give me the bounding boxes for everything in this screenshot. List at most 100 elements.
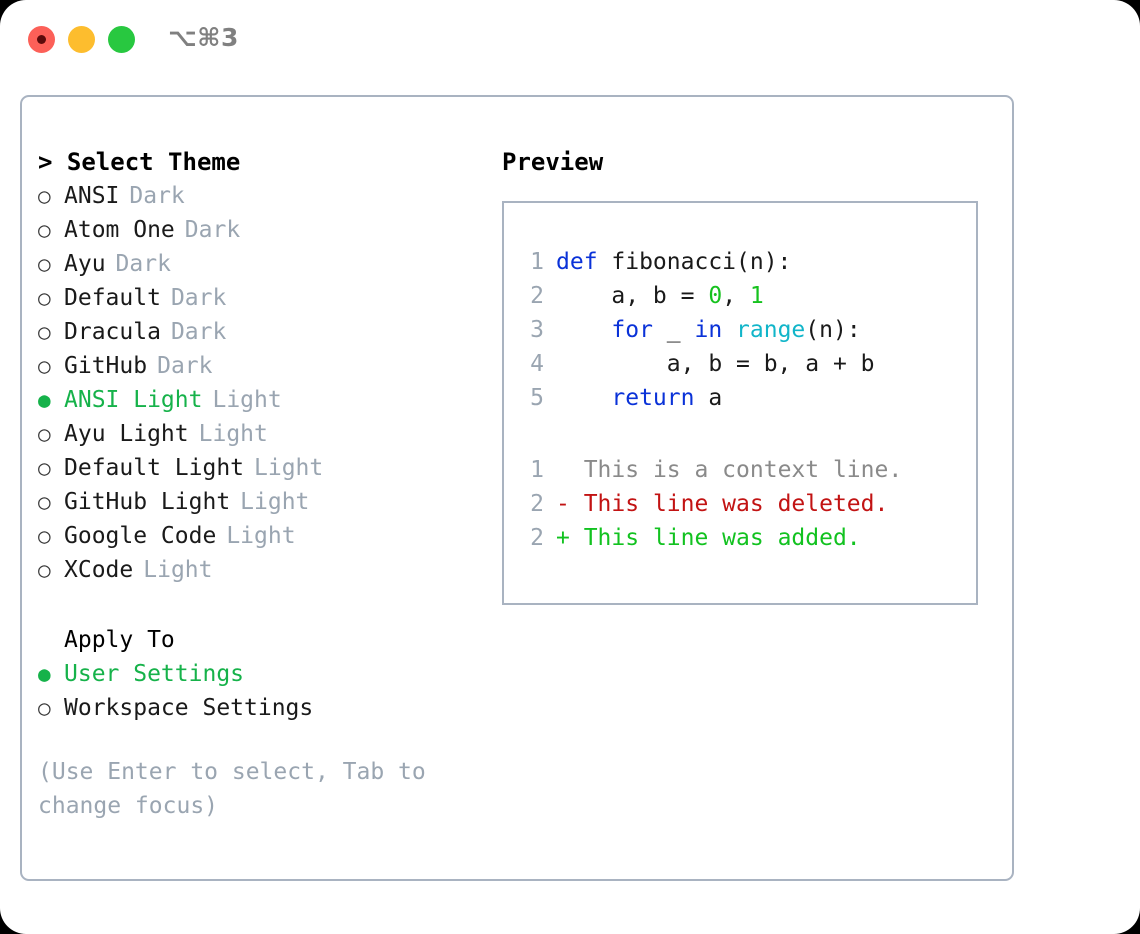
theme-option-label: Default [64, 285, 161, 311]
apply-to-option-label: User Settings [64, 661, 245, 687]
code-token: _ [652, 317, 695, 343]
diff-text: This line was deleted. [583, 491, 889, 517]
minimize-button-icon[interactable] [68, 26, 95, 53]
diff-marker [556, 457, 584, 483]
radio-unselected-icon: ○ [38, 184, 51, 208]
radio-unselected-icon: ○ [38, 696, 51, 720]
apply-to-title: Apply To [64, 627, 175, 653]
theme-option-github-light[interactable]: ○ GitHub Light Light [38, 485, 488, 519]
code-line: 3 for _ in range(n): [522, 313, 976, 347]
code-token [556, 317, 611, 343]
code-token: (n): [805, 317, 861, 343]
diff-text: This line was added. [583, 525, 861, 551]
line-number: 2 [530, 525, 544, 551]
code-token: 1 [749, 283, 764, 309]
code-token: a [694, 385, 723, 411]
code-line: 4 a, b = b, a + b [522, 347, 976, 381]
theme-option-variant: Light [212, 387, 282, 413]
diff-line: 2- This line was deleted. [522, 487, 976, 521]
line-number: 4 [530, 351, 544, 377]
diff-marker: + [556, 525, 584, 551]
radio-unselected-icon: ○ [38, 286, 51, 310]
code-token: a, b = b, a + b [556, 351, 875, 377]
theme-option-label: Google Code [64, 523, 217, 549]
theme-option-ansi-light[interactable]: ● ANSI Light Light [38, 383, 488, 417]
theme-option-variant: Light [143, 557, 213, 583]
theme-option-default-light[interactable]: ○ Default Light Light [38, 451, 488, 485]
diff-line: 2 + This line was added. [522, 521, 976, 555]
diff-text: This is a context line. [583, 457, 903, 483]
theme-option-variant: Light [226, 523, 296, 549]
theme-option-label: GitHub Light [64, 489, 231, 515]
code-token: in [694, 317, 723, 343]
theme-option-label: ANSI [64, 183, 120, 209]
keyboard-shortcut-label: ⌥⌘3 [168, 23, 239, 52]
theme-option-default[interactable]: ○ Default Dark [38, 281, 488, 315]
apply-to-option-workspace-settings[interactable]: ○ Workspace Settings [38, 691, 488, 725]
line-number: 1 [530, 457, 544, 483]
preview-title: Preview [502, 148, 604, 176]
code-line: 5 return a [522, 381, 976, 415]
radio-unselected-icon: ○ [38, 354, 51, 378]
apply-to-option-user-settings[interactable]: ● User Settings [38, 657, 488, 691]
theme-option-variant: Dark [170, 285, 227, 311]
traffic-light-group [28, 26, 135, 53]
close-button-icon[interactable] [28, 26, 55, 53]
theme-option-variant: Light [240, 489, 310, 515]
diff-sample: 1 This is a context line. 2- This line wa… [522, 453, 976, 555]
line-number: 1 [530, 249, 544, 275]
theme-option-variant: Dark [170, 319, 227, 345]
radio-unselected-icon: ○ [38, 422, 51, 446]
theme-option-variant: Dark [129, 183, 185, 209]
code-token: return [611, 385, 695, 411]
theme-option-google-code[interactable]: ○ Google Code Light [38, 519, 488, 553]
section-spacer [38, 587, 488, 623]
theme-option-ansi[interactable]: ○ ANSI Dark [38, 179, 488, 213]
radio-unselected-icon: ○ [38, 252, 51, 276]
theme-option-label: Default Light [64, 455, 245, 481]
line-number: 2 [530, 283, 544, 309]
radio-selected-icon: ● [38, 662, 51, 686]
apply-to-list: ● User Settings ○ Workspace Settings [38, 657, 488, 725]
radio-unselected-icon: ○ [38, 320, 51, 344]
theme-list-title: > Select Theme [38, 148, 241, 176]
theme-option-label: Ayu Light [64, 421, 189, 447]
code-diff-spacer [522, 415, 976, 453]
theme-option-variant: Light [254, 455, 324, 481]
theme-option-dracula[interactable]: ○ Dracula Dark [38, 315, 488, 349]
zoom-button-icon[interactable] [108, 26, 135, 53]
radio-unselected-icon: ○ [38, 558, 51, 582]
code-token: fibonacci(n): [597, 249, 792, 275]
code-token: a, b = [556, 283, 709, 309]
radio-unselected-icon: ○ [38, 490, 51, 514]
code-token [722, 317, 736, 343]
theme-option-label: Ayu [64, 251, 106, 277]
code-token: range [736, 317, 806, 343]
apply-to-option-label: Workspace Settings [64, 695, 314, 721]
theme-option-label: Dracula [64, 319, 161, 345]
code-token [556, 385, 611, 411]
theme-option-ayu-light[interactable]: ○ Ayu Light Light [38, 417, 488, 451]
radio-selected-icon: ● [38, 388, 51, 412]
code-line: 2 a, b = 0, 1 [522, 279, 976, 313]
theme-option-variant: Dark [184, 217, 241, 243]
radio-unselected-icon: ○ [38, 218, 51, 242]
code-token: for [611, 317, 653, 343]
radio-unselected-icon: ○ [38, 524, 51, 548]
line-number: 2 [530, 491, 544, 517]
keyboard-hint: (Use Enter to select, Tab to change focu… [38, 759, 426, 819]
theme-option-label: ANSI Light [64, 387, 203, 413]
theme-option-variant: Light [198, 421, 268, 447]
radio-unselected-icon: ○ [38, 456, 51, 480]
